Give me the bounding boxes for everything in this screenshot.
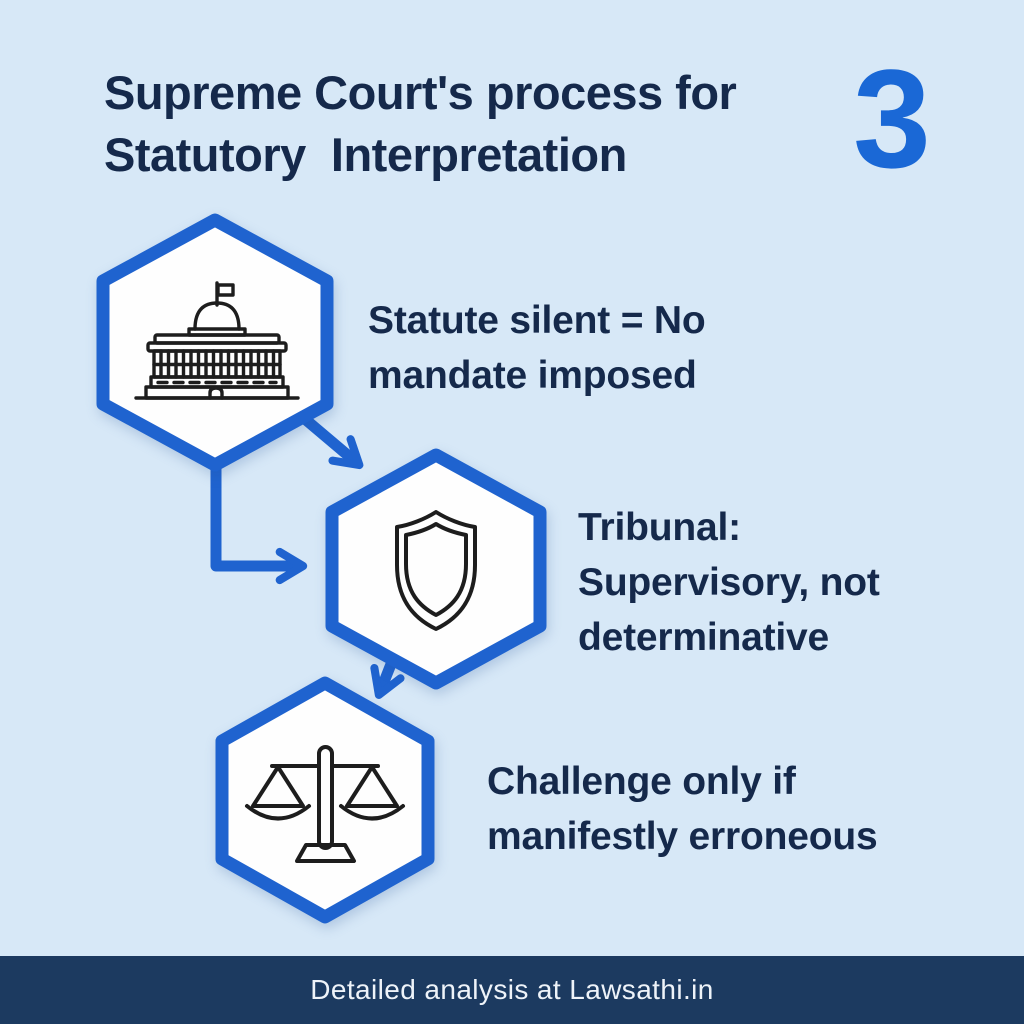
page-number: 3 (853, 40, 931, 197)
flow-arrow-2-elbow (210, 461, 308, 585)
footer-text: Detailed analysis at Lawsathi.in (310, 974, 714, 1005)
step-hexagon-1 (96, 213, 334, 472)
parliament-building-icon (134, 281, 300, 400)
flow-arrow-1-diagonal (295, 409, 364, 470)
scales-of-justice-icon (245, 745, 405, 863)
shield-icon (395, 510, 477, 631)
step-hexagon-3 (215, 676, 435, 924)
step-label-2: Tribunal: Supervisory, not determinative (578, 506, 880, 659)
step-hexagon-2 (325, 448, 547, 690)
step-label-1: Statute silent = No mandate imposed (368, 299, 706, 397)
footer-bar: Detailed analysis at Lawsathi.in (0, 956, 1024, 1024)
page-title: Supreme Court's process for Statutory In… (104, 66, 737, 181)
step-label-3: Challenge only if manifestly erroneous (487, 760, 878, 858)
hexagon-border-2 (325, 448, 547, 690)
